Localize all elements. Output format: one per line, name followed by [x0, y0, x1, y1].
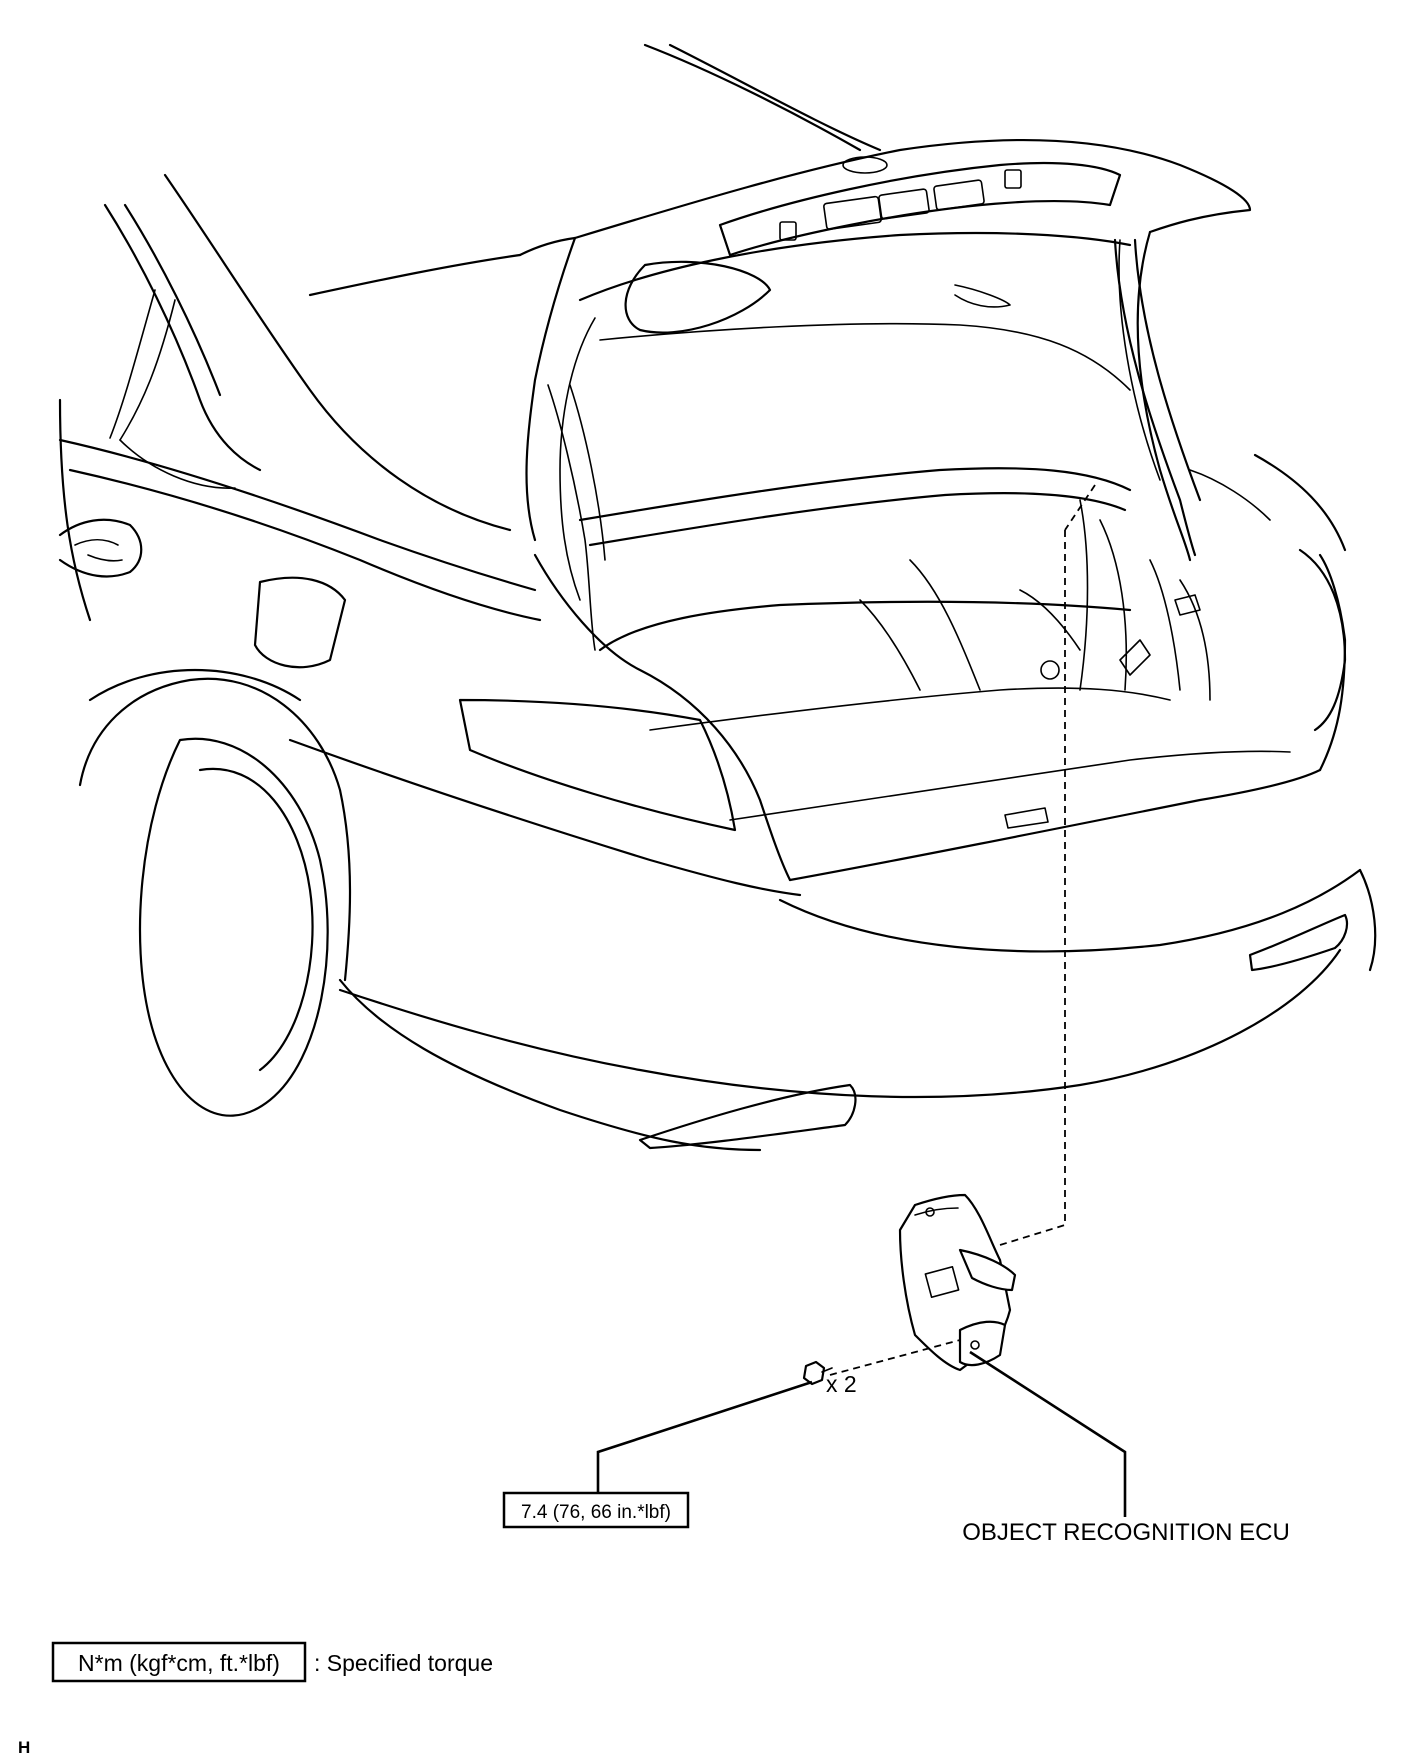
- torque-value-label: 7.4 (76, 66 in.*lbf): [521, 1502, 671, 1523]
- install-guide-lines: [829, 484, 1096, 1376]
- bolt-quantity-label: x 2: [826, 1371, 857, 1397]
- legend-unit-label: N*m (kgf*cm, ft.*lbf): [78, 1650, 280, 1676]
- corner-mark: H: [18, 1738, 30, 1757]
- ecu-module-icon: [898, 1193, 1017, 1372]
- bolt-leader-line: [596, 1380, 813, 1493]
- torque-label-box: [502, 1491, 690, 1529]
- car-illustration: [58, 43, 1377, 1152]
- component-label: OBJECT RECOGNITION ECU: [962, 1519, 1290, 1546]
- legend-unit-box: [51, 1641, 307, 1683]
- legend-description: : Specified torque: [314, 1650, 493, 1676]
- ecu-leader-line: [969, 1350, 1127, 1517]
- bolt-icon: [802, 1360, 833, 1386]
